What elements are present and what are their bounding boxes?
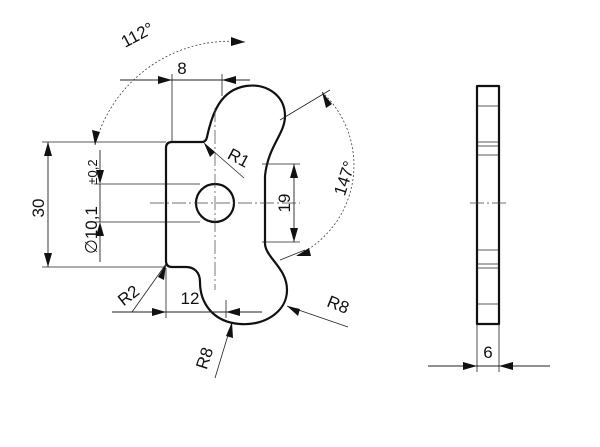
dim-r8-right-label: R8 [324, 292, 351, 318]
angle-147-arc [295, 91, 355, 257]
angle-147-label: 147° [330, 159, 359, 198]
dim-bore-label: ∅10,1 [82, 206, 101, 254]
arrow [96, 222, 104, 236]
dim-8-label: 8 [177, 59, 186, 78]
arrow [92, 130, 100, 145]
arrow [296, 248, 311, 256]
arrow [226, 322, 233, 338]
arrow [499, 362, 513, 370]
front-view: 30 ∅10,1 ±0,2 8 112° R1 19 [29, 19, 359, 379]
r2-leader [131, 263, 167, 313]
dim-19-label: 19 [275, 194, 294, 213]
arrow [322, 92, 332, 108]
arrow [226, 308, 240, 316]
side-view-outline [475, 84, 501, 326]
arrow [96, 170, 104, 184]
arrow [44, 142, 52, 156]
arrow [290, 228, 298, 242]
part-outline [164, 84, 289, 326]
arrow [158, 76, 172, 84]
dim-r1-label: R1 [225, 145, 253, 172]
dim-r8-left-label: R8 [192, 345, 217, 372]
arrow [152, 308, 166, 316]
arrow [204, 143, 215, 157]
side-view: 6 [428, 84, 550, 372]
arrow [222, 76, 236, 84]
arrow [463, 362, 477, 370]
dim-bore-tolerance: ±0,2 [85, 159, 100, 184]
angle-112-arc [94, 40, 246, 146]
angle-112-label: 112° [118, 19, 157, 52]
dim-r2-label: R2 [114, 281, 143, 309]
dim-12-label: 12 [181, 289, 200, 308]
arrow [44, 253, 52, 267]
arrow [287, 306, 300, 316]
dim-6-label: 6 [483, 343, 492, 362]
arrow [158, 264, 166, 280]
arrow [290, 164, 298, 178]
arrow [231, 37, 245, 46]
dim-30-label: 30 [29, 199, 48, 218]
